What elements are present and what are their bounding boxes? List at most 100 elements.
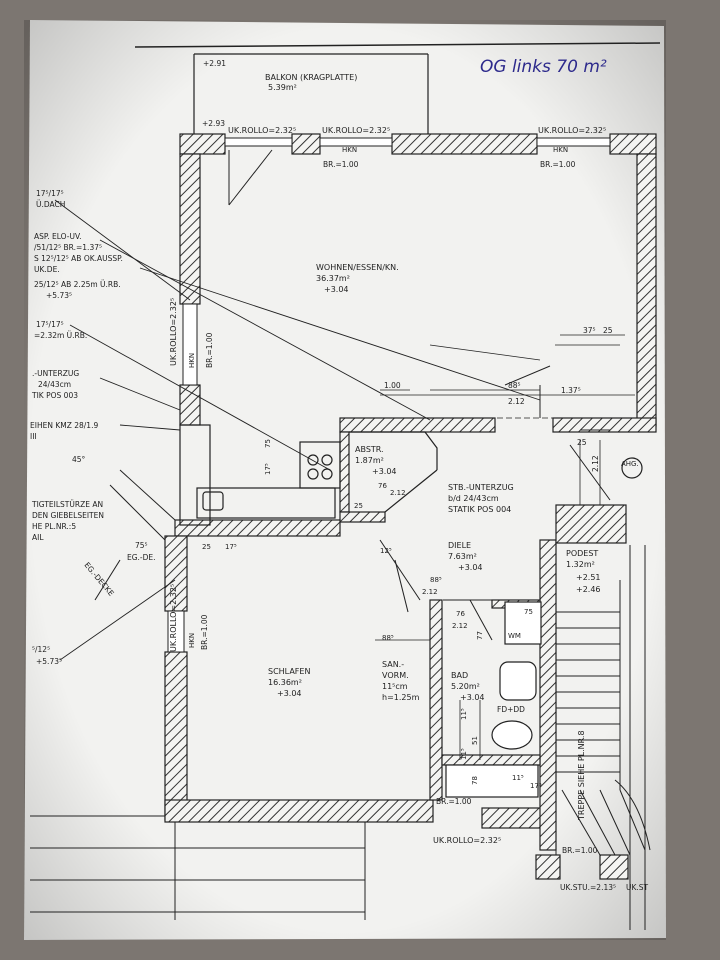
abstr-area: 1.87m²	[355, 456, 384, 465]
abstr-name: ABSTR.	[355, 445, 384, 454]
stove-burner-icon	[321, 468, 333, 480]
wm-label: WM	[508, 632, 521, 640]
outside-lines	[30, 469, 366, 920]
handwritten-note: OG links 70 m²	[480, 57, 607, 77]
stb-line1: STB.-UNTERZUG	[448, 483, 514, 492]
wohnen-area: 36.37m²	[316, 274, 350, 283]
left-note: 17⁵/17⁵	[36, 320, 64, 329]
dim-175c: 17⁵	[530, 782, 542, 790]
balkon-level-2: +2.93	[202, 119, 225, 128]
left-note: TIGTEILSTÜRZE AN	[31, 500, 103, 509]
dim-375: 37⁵	[583, 326, 596, 335]
dim-25c: 25	[354, 502, 363, 510]
left-note: +5.73⁵	[36, 657, 62, 666]
dim-885c: 88⁵	[430, 576, 442, 584]
dim-78: 78	[471, 776, 479, 785]
staircase	[555, 545, 651, 930]
bad-area: 5.20m²	[451, 682, 480, 691]
dim-76b: 76	[456, 610, 465, 618]
diele-area: 7.63m²	[448, 552, 477, 561]
left-note: EIHEN KMZ 28/1.9	[30, 421, 98, 430]
leader-lines	[54, 199, 541, 661]
treppe-label: TREPPE SIEHE PL.NR.8	[577, 730, 586, 821]
dim-75b: 75	[524, 608, 533, 616]
left-note: DEN GIEBELSEITEN	[32, 511, 104, 520]
stove-burner-icon	[321, 454, 333, 466]
hkn-left-upper: HKN	[188, 353, 196, 368]
dimension-lines	[375, 334, 625, 760]
door-swings	[228, 149, 611, 641]
dim-25d: 25	[202, 543, 211, 551]
ukrollo-top-mid: UK.ROLLO=2.32⁵	[322, 126, 390, 135]
dim-175: 17⁵	[225, 543, 237, 551]
left-note: .-UNTERZUG	[32, 369, 79, 378]
eg-de-label: EG.-DE.	[127, 553, 156, 562]
left-note: III	[30, 432, 37, 441]
br-bad: BR.=1.00	[436, 797, 472, 806]
dim-212c: 2.12	[422, 588, 438, 596]
schlafen-area: 16.36m²	[268, 678, 302, 687]
dim-77: 77	[476, 631, 484, 640]
bad-level: +3.04	[460, 693, 485, 702]
windows	[167, 137, 611, 653]
left-note: UK.DE.	[34, 265, 60, 274]
dim-115a: 11⁵	[460, 708, 468, 720]
dim-25: 25	[603, 326, 613, 335]
podest-level1: +2.51	[576, 573, 601, 582]
deg-45: 45°	[72, 455, 86, 464]
dim-212-right: 2.12	[591, 455, 600, 472]
dim-885d: 88⁵	[382, 634, 394, 642]
dim-755: 75⁵	[135, 541, 148, 550]
br-left-lower: BR.=1.00	[200, 614, 209, 650]
dim-100: 1.00	[384, 381, 401, 390]
dim-25b: 25	[577, 438, 587, 447]
podest-area: 1.32m²	[566, 560, 595, 569]
fd-dd-label: FD+DD	[497, 705, 525, 714]
beam-lines	[380, 344, 635, 419]
balkon-name: BALKON (KRAGPLATTE)	[265, 73, 357, 82]
left-note: AIL	[32, 533, 44, 542]
abstr-shape	[349, 431, 438, 513]
sink-icon	[499, 661, 537, 701]
kitchen	[179, 424, 341, 526]
left-note: /51/12⁵ BR.=1.37⁵	[34, 243, 102, 252]
hkn-top-right: HKN	[553, 146, 568, 154]
balkon-area: 5.39m²	[268, 83, 297, 92]
schlafen-name: SCHLAFEN	[268, 667, 310, 676]
left-note: ASP. ELO-UV.	[34, 232, 82, 241]
left-note: TIK POS 003	[31, 391, 78, 400]
ahg-label: AHG.	[621, 460, 639, 468]
br-top: BR.=1.00	[323, 160, 359, 169]
left-note: 17⁵/17⁵	[36, 189, 64, 198]
stb-line2: b/d 24/43cm	[448, 494, 499, 503]
left-note: ⁵/12⁵	[32, 645, 50, 654]
wohnen-name: WOHNEN/ESSEN/KN.	[316, 263, 399, 272]
br-stair: BR.=1.00	[562, 846, 598, 855]
san-line2: VORM.	[382, 671, 409, 680]
dim-175b: 17⁵	[264, 463, 272, 475]
ukrollo-top-right: UK.ROLLO=2.32⁵	[538, 126, 606, 135]
san-line4: h=1.25m	[382, 693, 420, 702]
bath-fixtures	[445, 601, 542, 798]
ukstu-label: UK.STU.=2.13⁵	[560, 883, 616, 892]
dim-212d: 2.12	[452, 622, 468, 630]
hkn-top: HKN	[342, 146, 357, 154]
left-note: HE PL.NR.:5	[32, 522, 76, 531]
br-top-right: BR.=1.00	[540, 160, 576, 169]
ukrollo-bottom: UK.ROLLO=2.32⁵	[433, 836, 501, 845]
left-note: =2.32m Ü.RB.	[34, 331, 87, 340]
wohnen-level: +3.04	[324, 285, 349, 294]
left-note: S 12⁵/12⁵ AB OK.AUSSP.	[34, 254, 123, 263]
dim-115b: 11⁵	[460, 748, 468, 760]
diele-name: DIELE	[448, 541, 471, 550]
left-note: 25/12⁵ AB 2.25m Ü.RB.	[34, 280, 121, 289]
dim-137: 1.37⁵	[561, 386, 581, 395]
dim-125: 12⁵	[380, 547, 392, 555]
balkon-level: +2.91	[203, 59, 226, 68]
left-note: 24/43cm	[38, 380, 71, 389]
podest-level2: +2.46	[576, 585, 601, 594]
bathtub-icon	[445, 764, 539, 798]
ukrollo-top-left: UK.ROLLO=2.32⁵	[228, 126, 296, 135]
dim-76a: 76	[378, 482, 387, 490]
